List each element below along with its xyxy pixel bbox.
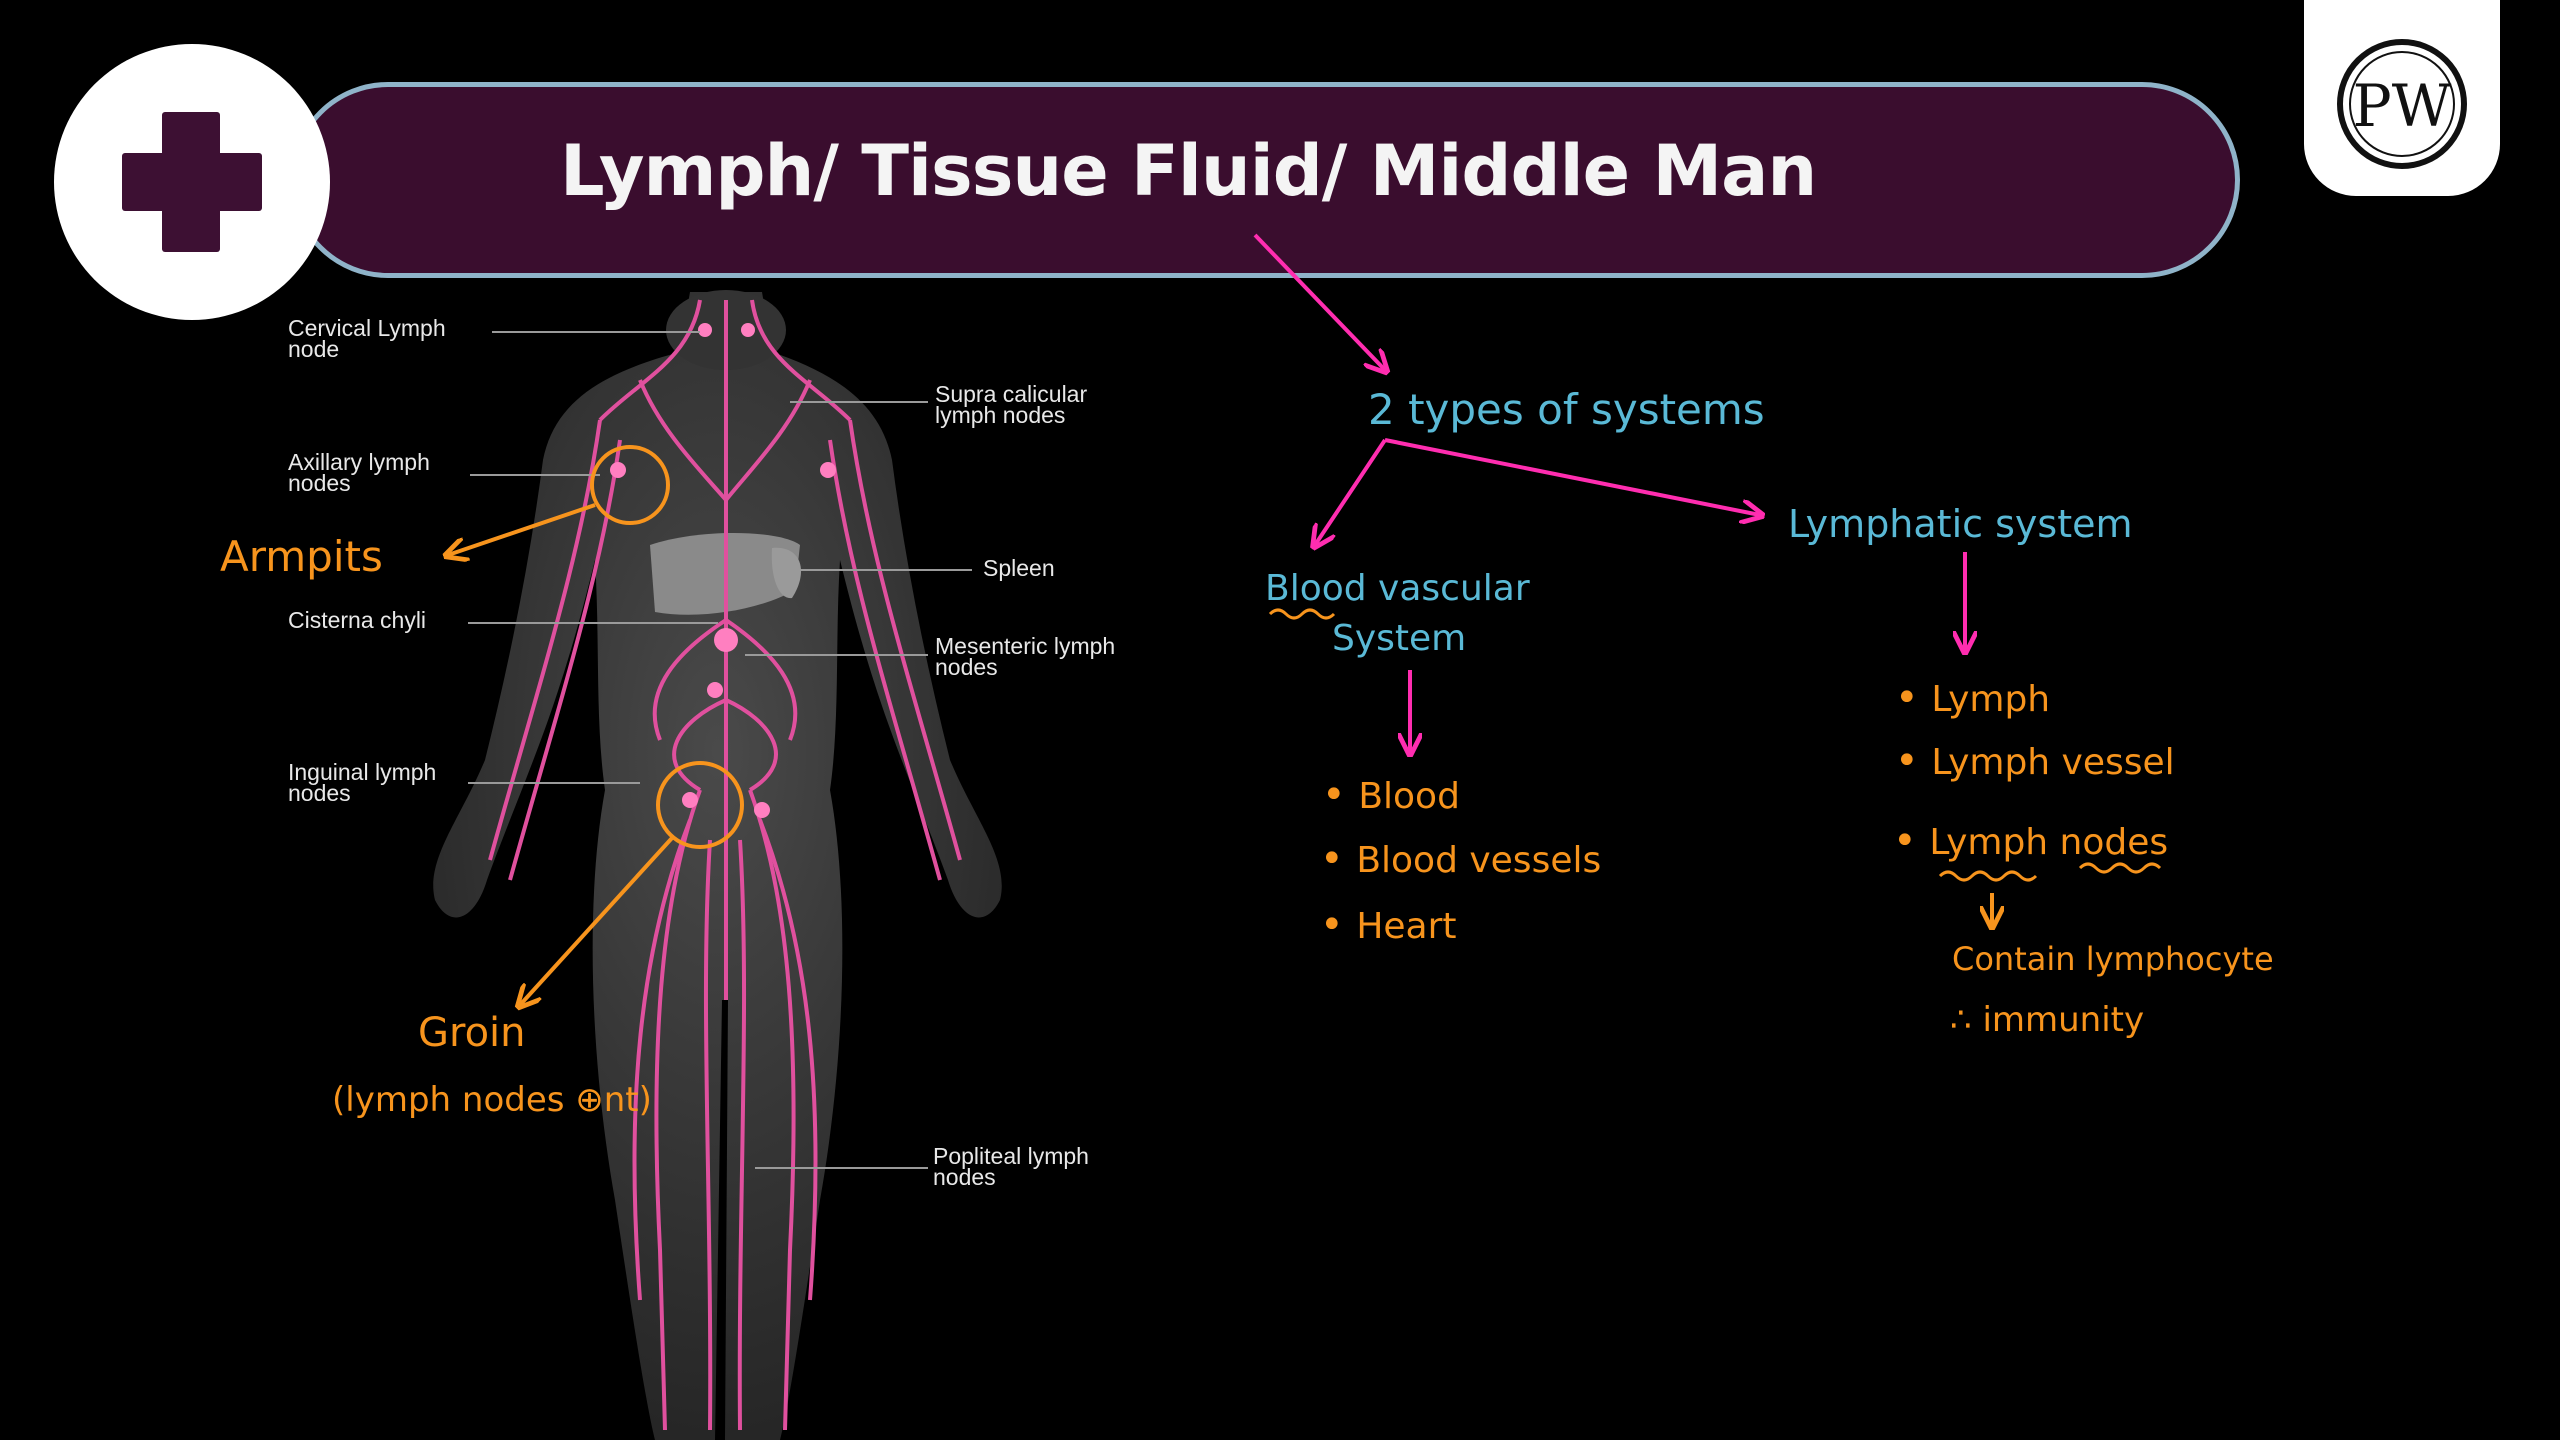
spleen-shape (771, 547, 802, 599)
groin-arrow (520, 836, 674, 1005)
label-cisterna: Cisterna chyli (288, 607, 427, 633)
groin-subnote: (lymph nodes ⊕nt) (332, 1080, 652, 1120)
list-item: • Lymph (1895, 675, 2051, 721)
groin-circle (656, 761, 744, 849)
label-cervical: Cervical Lymph node (288, 315, 446, 362)
armpit-arrow (448, 503, 596, 555)
medical-plus-icon-bar (122, 153, 262, 211)
types-to-blood-arrow (1315, 438, 1387, 545)
blood-system-line2: System (1332, 618, 1467, 659)
title-to-types-arrow (1253, 233, 1385, 370)
label-supra: Supra calicular lymph nodes (935, 381, 1088, 428)
label-mesenteric: Mesenteric lymph nodes (935, 633, 1116, 680)
blood-underline (1268, 608, 1336, 620)
list-item: • Heart (1320, 902, 1457, 948)
list-item: • Blood vessels (1320, 836, 1602, 882)
lymph-underline (1938, 870, 2038, 882)
human-body-silhouette (433, 290, 1002, 1440)
label-popliteal: Popliteal lymph nodes (933, 1143, 1089, 1190)
nodes-underline (2078, 862, 2162, 874)
list-item: • Lymph vessel (1895, 738, 2175, 784)
label-leader-lines (468, 331, 972, 1169)
page-title: Lymph/ Tissue Fluid/ Middle Man (560, 130, 1817, 212)
list-item: • Lymph nodes (1893, 818, 2169, 864)
label-axillary: Axillary lymph nodes (288, 449, 430, 496)
blood-system-line1: Blood vascular (1265, 568, 1530, 609)
lymph-nodes (610, 323, 836, 818)
types-to-lymphatic-arrow (1384, 438, 1760, 515)
armpits-note: Armpits (220, 532, 383, 581)
immunity-note: ∴ immunity (1950, 1000, 2145, 1040)
armpit-circle (590, 445, 670, 525)
pw-logo: PW (2304, 0, 2500, 196)
contain-note: Contain lymphocyte (1952, 940, 2274, 978)
pw-logo-icon: PW (2337, 39, 2467, 169)
lymphatic-system-heading: Lymphatic system (1788, 502, 2133, 546)
pw-logo-text: PW (2353, 72, 2452, 140)
types-heading: 2 types of systems (1368, 385, 1765, 434)
groin-note: Groin (418, 1010, 526, 1056)
label-inguinal: Inguinal lymph nodes (288, 759, 437, 806)
list-item: • Blood (1322, 772, 1460, 818)
label-spleen: Spleen (983, 555, 1055, 581)
